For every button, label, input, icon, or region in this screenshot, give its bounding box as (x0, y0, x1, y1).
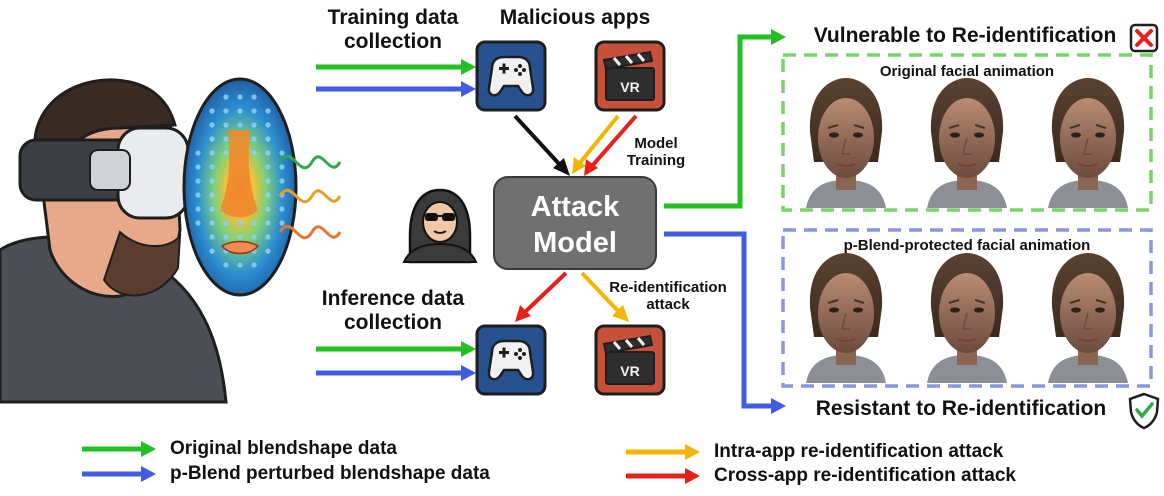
resistant-label: Resistant to Re-identification (815, 397, 1107, 420)
gamepad-icon (487, 55, 535, 97)
vr-user-illustration (0, 78, 228, 404)
attack-model-box: Attack Model (493, 176, 657, 270)
original-face-1 (806, 78, 886, 208)
protected-animation-box (781, 228, 1153, 388)
inference-data-arrows (316, 341, 476, 381)
hacker-icon (402, 188, 478, 264)
x-mark-icon (1129, 23, 1159, 53)
reid-attack-label: Re-identification attack (609, 279, 727, 313)
protected-face-3 (1048, 253, 1128, 383)
original-face-3 (1048, 78, 1128, 208)
legend-original-blendshape: Original blendshape data (170, 438, 397, 459)
game-app-top (475, 40, 547, 112)
model-training-label: Model Training (626, 135, 686, 169)
model-training-arrows (513, 114, 638, 176)
vr-badge-bottom: VR (620, 363, 639, 379)
vulnerable-label: Vulnerable to Re-identification (813, 24, 1117, 47)
attack-model-line1: Attack (531, 191, 621, 223)
game-app-bottom (475, 324, 547, 396)
vr-app-bottom: VR (594, 324, 666, 396)
pblend-animation-label: p-Blend-protected facial animation (843, 237, 1091, 254)
vr-app-top: VR (594, 40, 666, 112)
gamepad-icon (487, 339, 535, 381)
legend-intra-app: Intra-app re-identification attack (714, 441, 1004, 462)
legend-pblend-perturbed: p-Blend perturbed blendshape data (170, 463, 490, 484)
original-animation-label: Original facial animation (879, 63, 1055, 80)
reid-attack-arrows (515, 271, 629, 322)
vr-badge-top: VR (620, 79, 639, 95)
resistant-path-arrow (664, 231, 786, 414)
malicious-apps-label: Malicious apps (499, 6, 651, 29)
vulnerable-path-arrow (664, 29, 786, 209)
legend-arrows (82, 441, 700, 484)
protected-face-1 (806, 253, 886, 383)
original-face-2 (927, 78, 1007, 208)
clapperboard-vr-icon: VR (602, 50, 655, 101)
inference-data-collection-label: Inference data collection (321, 287, 465, 334)
shield-check-icon (1128, 392, 1160, 430)
clapperboard-vr-icon: VR (602, 334, 655, 385)
attack-model-line2: Model (533, 227, 617, 259)
face-tracking-heatmap (182, 77, 298, 297)
training-data-arrows (316, 59, 476, 97)
training-data-collection-label: Training data collection (327, 6, 459, 53)
protected-face-2 (927, 253, 1007, 383)
original-animation-box (781, 53, 1153, 212)
legend-cross-app: Cross-app re-identification attack (714, 465, 1016, 486)
blendshape-waves (278, 154, 342, 240)
